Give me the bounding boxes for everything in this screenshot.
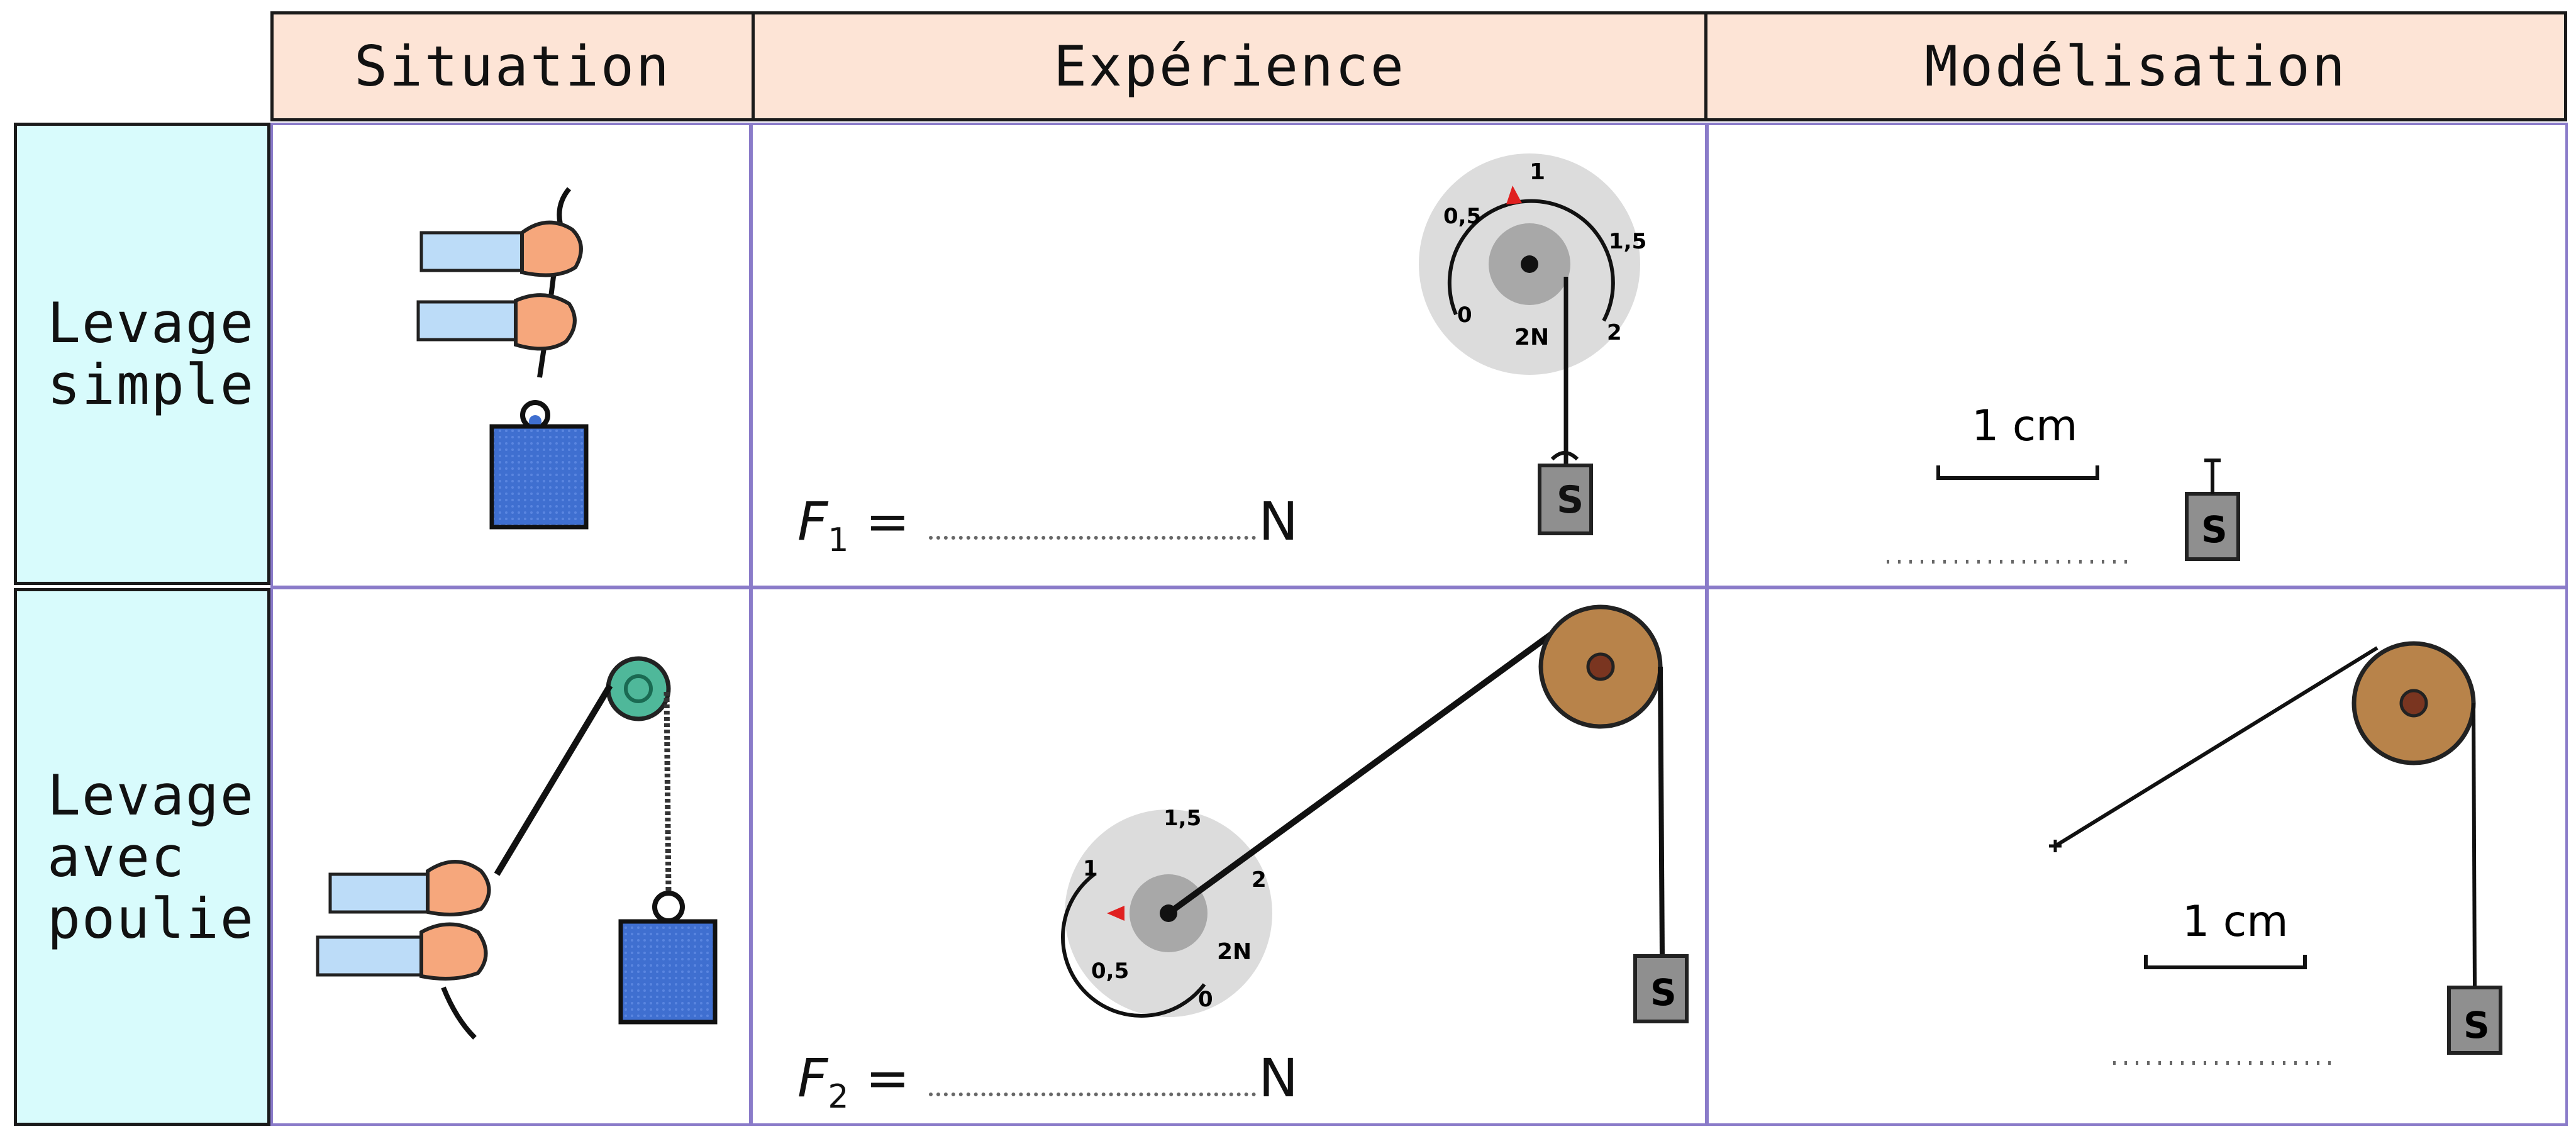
row-header-line: simple <box>47 352 255 417</box>
header-situation-text: Situation <box>354 34 671 99</box>
row-header-line: avec <box>47 824 186 889</box>
force-equals: = <box>865 491 927 552</box>
header-situation: Situation <box>270 11 755 121</box>
scale-label-1: 1 cm <box>1972 401 2078 451</box>
pulley-model-icon <box>2049 641 2502 1065</box>
dynamometer-icon <box>1419 153 1640 535</box>
row-header-line: Levage <box>47 762 255 828</box>
dyn1-unit: 2N <box>1514 325 1549 350</box>
cell-modelisation-simple <box>1706 123 2568 588</box>
force-subscript: 1 <box>828 521 849 559</box>
mass-letter: S <box>2201 508 2228 551</box>
dyn2-tick-15: 1,5 <box>1163 806 1201 831</box>
row-header-simple: Levage simple <box>14 123 270 585</box>
hands-lifting-icon <box>416 187 589 530</box>
force-equation-1: F1 = N <box>797 491 1298 559</box>
force-symbol: F <box>797 1047 828 1109</box>
header-modelisation-text: Modélisation <box>1924 34 2347 99</box>
force-unit: N <box>1258 491 1299 552</box>
dyn1-tick-1: 1 <box>1530 159 1545 185</box>
row-header-line: Levage <box>47 290 255 355</box>
row-header-line: poulie <box>47 886 255 951</box>
force-equals: = <box>865 1047 927 1109</box>
dyn2-tick-05: 0,5 <box>1091 959 1129 984</box>
force-unit: N <box>1258 1047 1299 1109</box>
answer-blank[interactable] <box>929 527 1257 540</box>
dyn2-unit: 2N <box>1217 939 1252 965</box>
scale-bar-icon <box>1887 459 2240 564</box>
dyn1-tick-2: 2 <box>1607 320 1622 345</box>
dyn1-tick-0: 0 <box>1457 303 1472 328</box>
mass-letter: S <box>2463 1004 2490 1047</box>
force-symbol: F <box>797 491 828 552</box>
row-header-poulie-text: Levage avec poulie <box>47 762 255 951</box>
dyn2-tick-2: 2 <box>1252 867 1267 893</box>
scale-label-2: 1 cm <box>2182 897 2289 947</box>
dyn2-tick-1: 1 <box>1083 856 1098 881</box>
row-header-simple-text: Levage simple <box>47 292 255 416</box>
mass-letter: S <box>1557 478 1584 522</box>
dynamometer-pulley-icon <box>1061 604 1689 1023</box>
header-experience: Expérience <box>752 11 1707 121</box>
dyn2-tick-0: 0 <box>1198 987 1213 1012</box>
mass-letter: S <box>1650 971 1677 1014</box>
row-header-poulie: Levage avec poulie <box>14 588 270 1126</box>
force-equation-2: F2 = N <box>797 1047 1298 1116</box>
pulley-lifting-icon <box>316 656 718 1040</box>
force-subscript: 2 <box>828 1077 849 1116</box>
header-experience-text: Expérience <box>1053 34 1406 99</box>
dyn1-tick-05: 0,5 <box>1443 204 1481 229</box>
header-modelisation: Modélisation <box>1704 11 2567 121</box>
dyn1-tick-15: 1,5 <box>1609 229 1646 254</box>
answer-blank[interactable] <box>929 1084 1257 1096</box>
